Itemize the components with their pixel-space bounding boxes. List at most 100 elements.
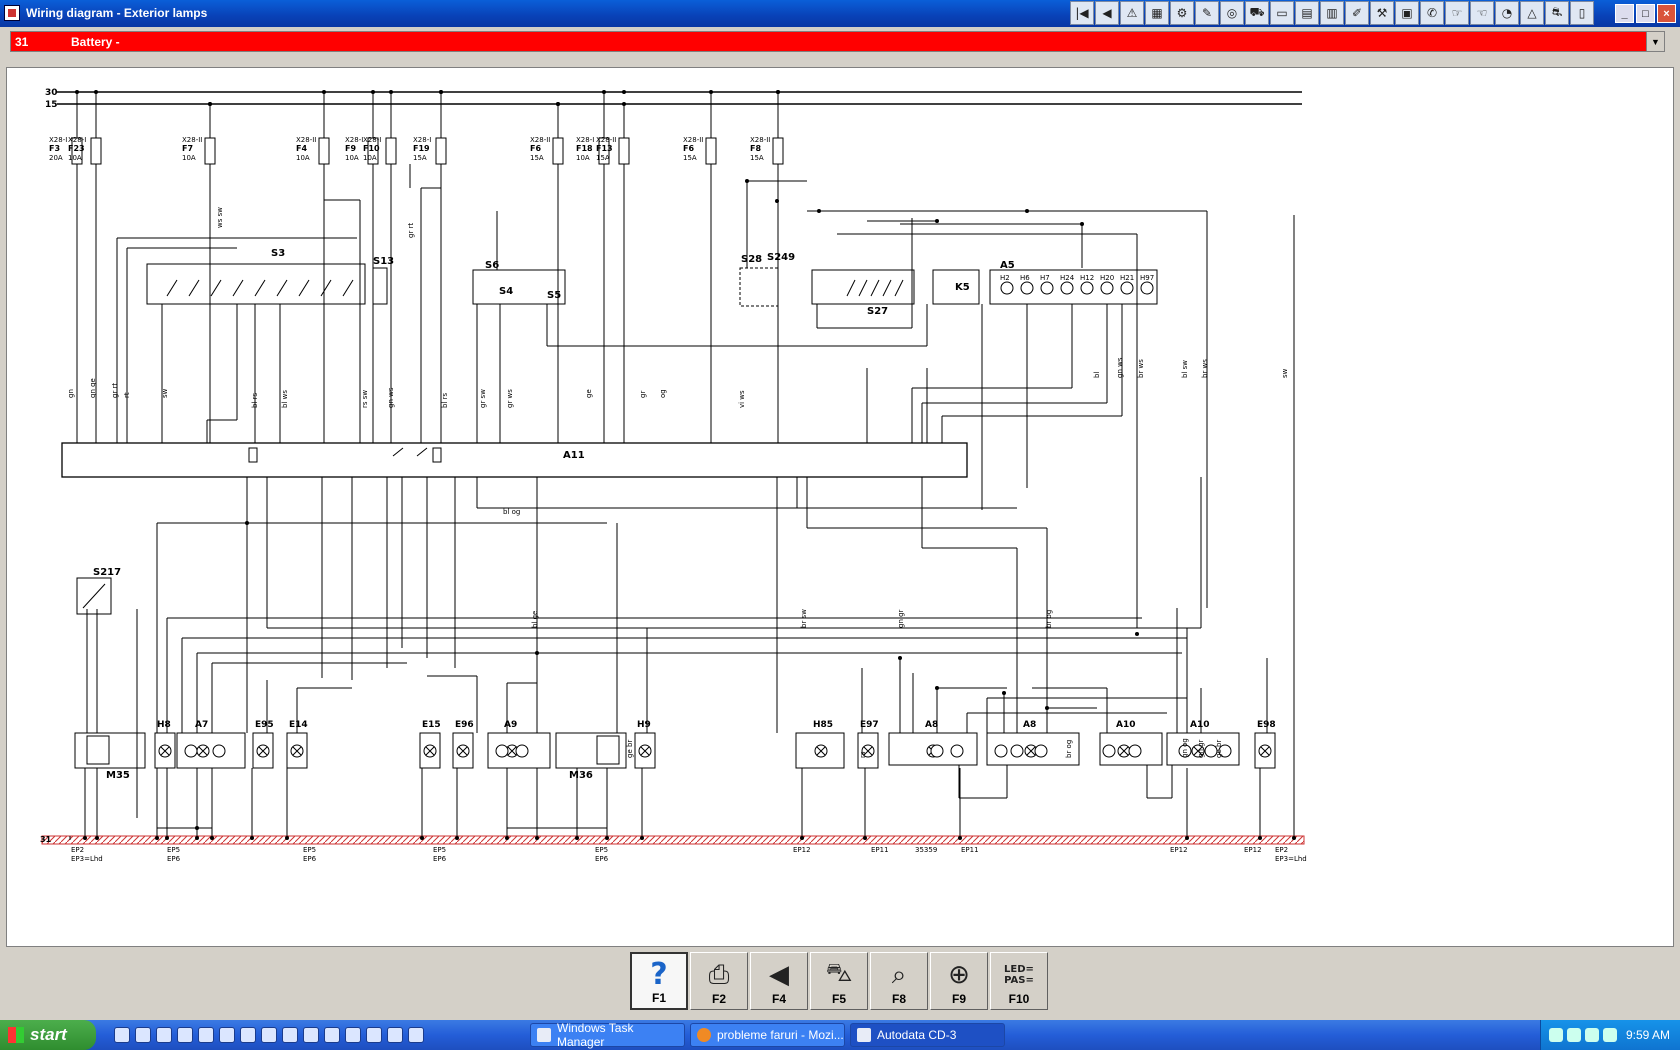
switch-contact <box>232 279 244 297</box>
fuse-bank-label: X28-I <box>49 136 67 144</box>
task-windows-task-manager[interactable]: Windows Task Manager <box>530 1021 685 1049</box>
fkey-f4-button[interactable]: ◀F4 <box>750 952 808 1010</box>
module-k5-label: K5 <box>955 282 970 293</box>
tool2-icon[interactable]: ✎ <box>1195 1 1219 25</box>
switch-contact <box>882 279 892 297</box>
module-s28-label: S28 <box>741 254 762 265</box>
quicklaunch-icon[interactable] <box>177 1027 193 1043</box>
lamp-symbol <box>1218 744 1232 758</box>
lamp-symbol <box>1178 744 1192 758</box>
fuse-symbol <box>367 137 379 165</box>
clock: 9:59 AM <box>1625 1028 1670 1042</box>
tray-network-icon[interactable] <box>1567 1028 1581 1042</box>
junction-dot <box>1258 836 1262 840</box>
fkey-f1-button[interactable]: ?F1 <box>630 952 688 1010</box>
first-icon[interactable]: |◀ <box>1070 1 1094 25</box>
fuse-bank-label: X28-II <box>596 136 616 144</box>
tray-volume-icon[interactable] <box>1585 1028 1599 1042</box>
hand-icon[interactable]: ☞ <box>1445 1 1469 25</box>
quicklaunch-icon[interactable] <box>408 1027 424 1043</box>
triangle-icon[interactable]: △ <box>1520 1 1544 25</box>
rail-30-label: 30 <box>45 88 58 98</box>
junction-dot <box>535 836 539 840</box>
app-icon[interactable] <box>4 5 20 21</box>
junction-dot <box>535 651 539 655</box>
wire-color-label: rs <box>859 751 867 758</box>
prev-icon[interactable]: ◀ <box>1095 1 1119 25</box>
service-icon[interactable]: ✆ <box>1420 1 1444 25</box>
fkey-f8-button[interactable]: ⌕F8 <box>870 952 928 1010</box>
fuse-symbol <box>598 137 610 165</box>
quicklaunch-icon[interactable] <box>303 1027 319 1043</box>
junction-dot <box>1080 222 1084 226</box>
junction-dot <box>1045 706 1049 710</box>
book-icon[interactable]: ▤ <box>1295 1 1319 25</box>
quicklaunch-icon[interactable] <box>261 1027 277 1043</box>
fkey-f5-button[interactable]: ⛍F5 <box>810 952 868 1010</box>
quicklaunch-icon[interactable] <box>240 1027 256 1043</box>
wiring-diagram: 30 15 31 S3 S13 S6 S4 S5 S28 S249 S27 K5… <box>40 88 1307 863</box>
fuse-bank-label: X28-I <box>363 136 381 144</box>
car-icon[interactable]: ⛟ <box>1245 1 1269 25</box>
windows-logo-icon <box>8 1027 24 1043</box>
maximize-button[interactable]: □ <box>1636 4 1655 23</box>
quicklaunch-icon[interactable] <box>324 1027 340 1043</box>
wire-color-label: ws sw <box>216 207 224 228</box>
fkey-f10-button[interactable]: LED= PAS=F10 <box>990 952 1048 1010</box>
a5-lamp-label: H97 <box>1140 274 1154 282</box>
quicklaunch-icon[interactable] <box>219 1027 235 1043</box>
fkey-f9-button[interactable]: ⊕F9 <box>930 952 988 1010</box>
fuse-amp-label: 10A <box>345 154 359 162</box>
lamp-symbol <box>1020 281 1034 295</box>
close-button[interactable]: × <box>1657 4 1676 23</box>
fkey-label: F1 <box>651 991 666 1005</box>
quicklaunch-icon[interactable] <box>366 1027 382 1043</box>
quicklaunch-icon[interactable] <box>282 1027 298 1043</box>
battery-icon[interactable]: ▭ <box>1270 1 1294 25</box>
hand2-icon[interactable]: ☜ <box>1470 1 1494 25</box>
minimize-button[interactable]: _ <box>1615 4 1634 23</box>
quicklaunch-icon[interactable] <box>387 1027 403 1043</box>
note-icon[interactable]: ▯ <box>1570 1 1594 25</box>
junction-dot <box>389 90 393 94</box>
module-s217-label: S217 <box>93 567 121 578</box>
chart-icon[interactable]: ▥ <box>1320 1 1344 25</box>
chevron-down-icon[interactable]: ▼ <box>1646 32 1664 51</box>
tray-arrow-icon[interactable] <box>1549 1028 1563 1042</box>
fuse-amp-label: 15A <box>530 154 544 162</box>
switch-contact <box>298 279 310 297</box>
wire-color-label: sw <box>161 388 169 398</box>
task-autodata[interactable]: Autodata CD-3 <box>850 1023 1005 1047</box>
quicklaunch-icon[interactable] <box>114 1027 130 1043</box>
gauge-icon[interactable]: ◔ <box>1495 1 1519 25</box>
fuse-bank-label: X28-I <box>576 136 594 144</box>
wiring-diagram-canvas[interactable]: 30 15 31 S3 S13 S6 S4 S5 S28 S249 S27 K5… <box>6 67 1674 947</box>
task-firefox[interactable]: probleme faruri - Mozi... <box>690 1023 845 1047</box>
lamp-filament <box>458 746 468 756</box>
ground-point-label: EP6 <box>167 855 181 863</box>
quicklaunch-icon[interactable] <box>198 1027 214 1043</box>
tray-app-icon[interactable] <box>1603 1028 1617 1042</box>
quicklaunch-icon[interactable] <box>345 1027 361 1043</box>
fuse-name-label: F3 <box>49 144 60 153</box>
start-button[interactable]: start <box>0 1020 96 1050</box>
screen-icon[interactable]: ▣ <box>1395 1 1419 25</box>
motor-symbol <box>86 735 110 765</box>
circuit-code: 31 <box>15 35 29 49</box>
ground-point-label: EP2 <box>1275 846 1288 854</box>
junction-dot <box>245 521 249 525</box>
circuit-selector[interactable]: 31 Battery - ▼ <box>10 31 1665 52</box>
car2-icon[interactable]: ⛐ <box>1545 1 1569 25</box>
wire-color-label: bl ws <box>281 390 289 408</box>
fkey-f2-button[interactable]: ⎙F2 <box>690 952 748 1010</box>
wheel-icon[interactable]: ◎ <box>1220 1 1244 25</box>
diagram-icon[interactable]: ▦ <box>1145 1 1169 25</box>
lamp-symbol <box>950 744 964 758</box>
engine-icon[interactable]: ⚒ <box>1370 1 1394 25</box>
quicklaunch-icon[interactable] <box>135 1027 151 1043</box>
quicklaunch-icon[interactable] <box>156 1027 172 1043</box>
warning-icon[interactable]: ⚠ <box>1120 1 1144 25</box>
pen-icon[interactable]: ✐ <box>1345 1 1369 25</box>
junction-dot <box>285 836 289 840</box>
tool-icon[interactable]: ⚙ <box>1170 1 1194 25</box>
